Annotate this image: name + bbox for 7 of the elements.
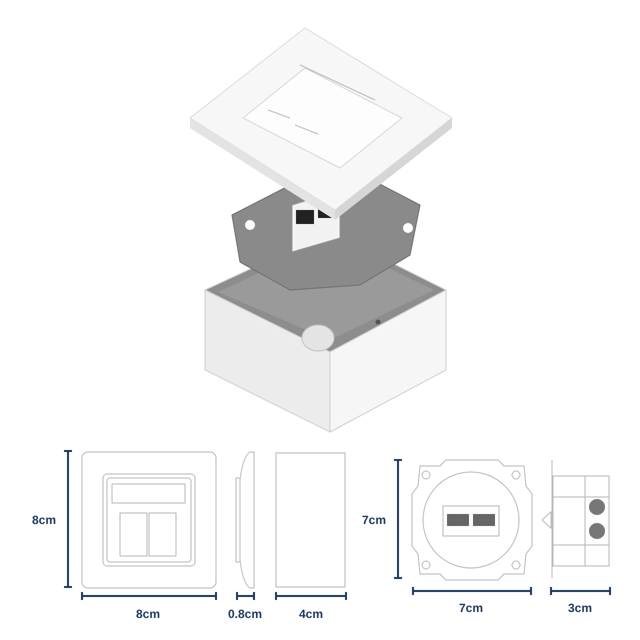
dimension-label: 7cm — [362, 514, 386, 526]
dimension-label: 8cm — [136, 608, 160, 620]
dimension-label: 7cm — [458, 602, 484, 614]
dimension-label: 3cm — [568, 602, 592, 614]
dimension-label: 4cm — [298, 608, 324, 620]
dimension-label: 8cm — [32, 514, 56, 526]
dimension-label: 0.8cm — [228, 608, 262, 620]
